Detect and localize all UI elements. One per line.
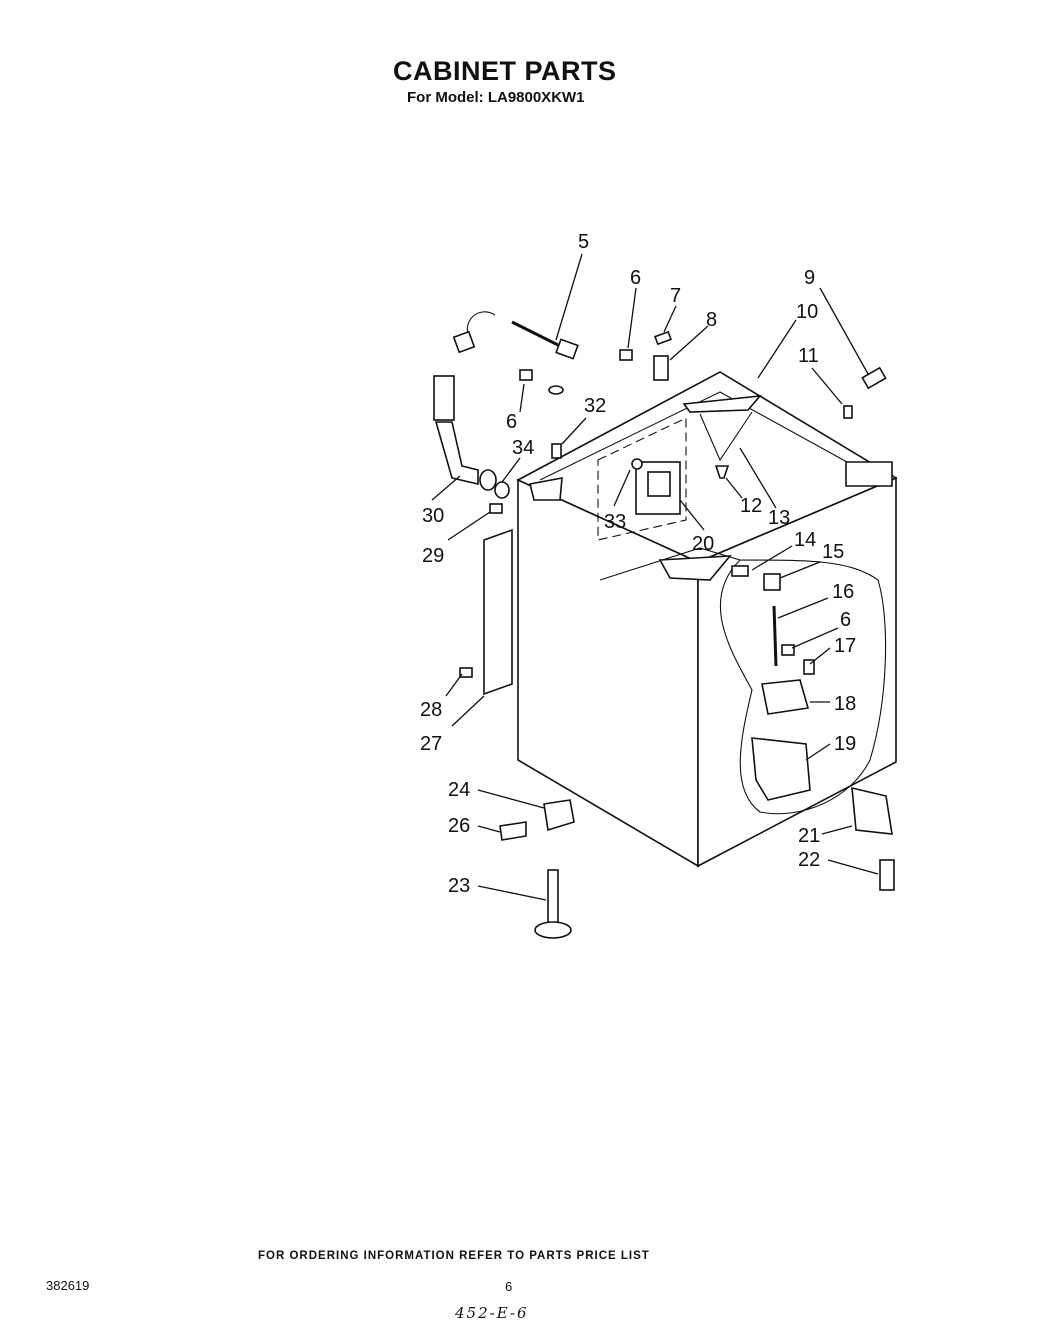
callout-labels: 5 6 7 8 9 10 11 6 32 34 30 33 12 13 20 2… xyxy=(420,231,856,897)
part-30-drain-hose xyxy=(433,375,497,491)
part-33-switch xyxy=(631,458,681,515)
callout-21: 21 xyxy=(798,825,820,847)
part-7-clip xyxy=(654,330,672,346)
callout-12: 12 xyxy=(740,495,762,517)
cabinet-top-rim xyxy=(516,371,898,563)
callout-13: 13 xyxy=(768,507,790,529)
part-8-bracket xyxy=(653,355,669,381)
part-12-grommet xyxy=(714,465,730,479)
callout-22: 22 xyxy=(798,849,820,871)
callout-24: 24 xyxy=(448,779,470,801)
callout-19: 19 xyxy=(834,733,856,755)
cutaway-outline xyxy=(719,559,887,815)
callout-34: 34 xyxy=(512,437,534,459)
screw-icon xyxy=(519,349,795,656)
callout-6: 6 xyxy=(506,411,517,433)
part-5-hose xyxy=(452,311,579,395)
cabinet-body xyxy=(516,371,898,868)
model-subtitle: For Model: LA9800XKW1 xyxy=(407,89,585,106)
callout-14: 14 xyxy=(794,529,816,551)
callout-8: 8 xyxy=(706,309,717,331)
callout-17: 17 xyxy=(834,635,856,657)
part-24-clip xyxy=(543,799,575,832)
part-17-bolt xyxy=(803,659,815,675)
part-28-screw xyxy=(459,667,473,678)
callout-26: 26 xyxy=(448,815,470,837)
part-19-dispenser xyxy=(751,737,811,801)
part-14-bolt xyxy=(731,565,749,577)
leader-lines xyxy=(431,253,879,901)
document-number: 382619 xyxy=(46,1278,90,1293)
handwritten-note: 452-E-6 xyxy=(455,1304,529,1322)
page-number: 6 xyxy=(505,1279,513,1294)
callout-28: 28 xyxy=(420,699,442,721)
callout-27: 27 xyxy=(420,733,442,755)
part-29-screw xyxy=(489,503,503,514)
part-32-bolt xyxy=(551,443,562,459)
part-11-bolt xyxy=(843,405,853,419)
part-13-bracket xyxy=(699,411,753,462)
callout-9: 9 xyxy=(804,267,815,289)
callout-7: 7 xyxy=(670,285,681,307)
callout-6: 6 xyxy=(840,609,851,631)
callout-16: 16 xyxy=(832,581,854,603)
callout-6: 6 xyxy=(630,267,641,289)
callout-11: 11 xyxy=(798,345,819,367)
callout-33: 33 xyxy=(604,511,626,533)
part-9-clip xyxy=(861,366,887,390)
callout-15: 15 xyxy=(822,541,844,563)
part-22-foot xyxy=(879,859,895,891)
part-23-leg xyxy=(534,869,572,939)
callout-29: 29 xyxy=(422,545,444,567)
callout-10: 10 xyxy=(796,301,818,323)
ordering-note: FOR ORDERING INFORMATION REFER TO PARTS … xyxy=(258,1250,650,1262)
callout-20: 20 xyxy=(692,533,714,555)
part-26-clip xyxy=(499,821,527,841)
callout-32: 32 xyxy=(584,395,606,417)
page-title: CABINET PARTS xyxy=(393,56,617,86)
part-27-panel xyxy=(483,528,513,696)
part-34-ring xyxy=(494,481,510,499)
control-panel-outline xyxy=(597,417,687,541)
part-18-bracket xyxy=(761,679,810,715)
callout-30: 30 xyxy=(422,505,444,527)
callout-23: 23 xyxy=(448,875,470,897)
part-16-rod xyxy=(772,605,778,667)
callout-18: 18 xyxy=(834,693,856,715)
part-21-plate xyxy=(851,786,893,835)
part-15-cap xyxy=(763,573,781,591)
callout-5: 5 xyxy=(578,231,589,253)
